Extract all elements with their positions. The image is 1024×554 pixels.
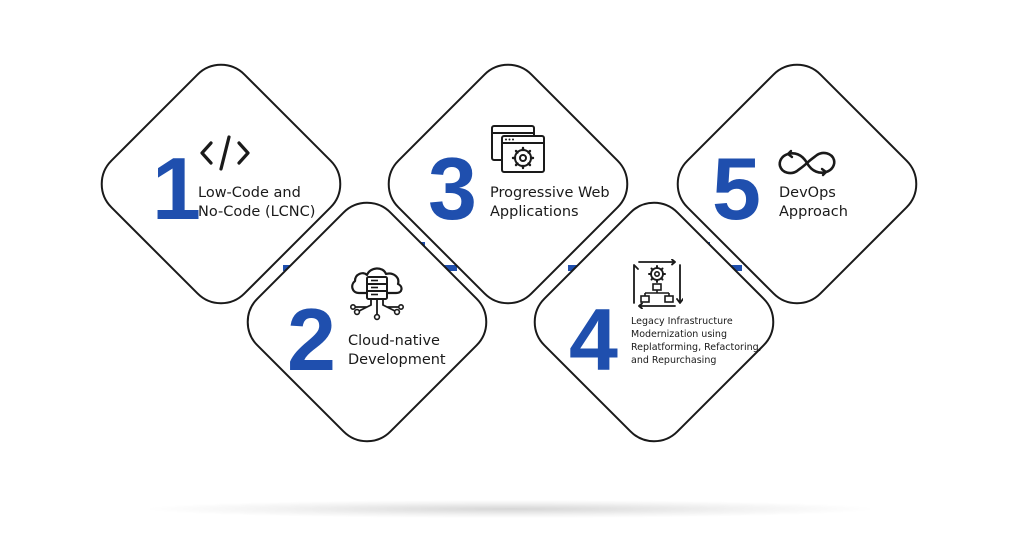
step-4-label-line3: Replatforming, Refactoring, (631, 342, 762, 353)
browser-gear-icon (491, 125, 545, 173)
step-4-number: 4 (569, 290, 618, 389)
gear-flow-icon (633, 259, 683, 309)
infinity-loop-icon (778, 149, 836, 177)
step-3-label-line2: Applications (490, 204, 579, 220)
step-2-label-line2: Development (348, 352, 446, 368)
step-1-label-line2: No-Code (LCNC) (198, 204, 316, 220)
step-1-number: 1 (152, 139, 201, 238)
step-4-label-line1: Legacy Infrastructure (631, 316, 733, 327)
step-5-label-line2: Approach (779, 204, 848, 220)
step-5-label-line1: DevOps (779, 185, 836, 201)
step-4-label-line4: and Repurchasing (631, 355, 717, 366)
step-2-label-line1: Cloud-native (348, 333, 440, 349)
code-icon (200, 135, 250, 171)
cloud-server-icon (349, 267, 404, 321)
step-5-number: 5 (712, 139, 761, 238)
step-2-number: 2 (287, 290, 336, 389)
floor-shadow (150, 500, 870, 518)
step-3-label-line1: Progressive Web (490, 185, 610, 201)
step-1-label-line1: Low-Code and (198, 185, 301, 201)
step-4-label-line2: Modernization using (631, 329, 727, 340)
step-3-number: 3 (428, 139, 477, 238)
